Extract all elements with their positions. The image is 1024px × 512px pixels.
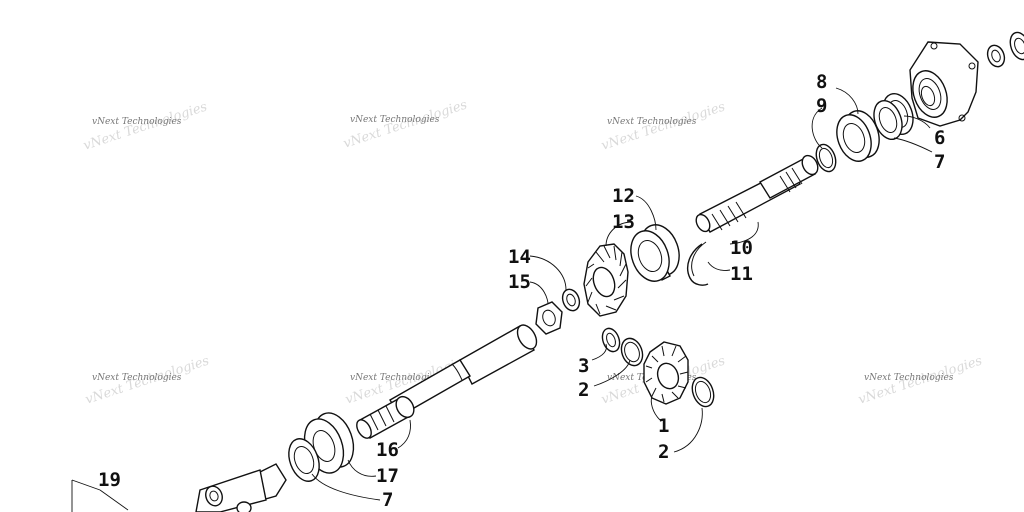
collar-12 [630, 224, 680, 282]
watermark-text-1: vNext Technologies [92, 117, 182, 127]
pinion-shaft-10 [695, 154, 819, 233]
flange-housing [909, 41, 979, 127]
watermark-text-7: vNext Technologies [864, 373, 954, 383]
callout-9: 9 [816, 95, 827, 117]
watermark-1: vNext Technologies vNext Technologies [82, 99, 210, 153]
callout-15: 15 [508, 271, 531, 293]
washer-3 [601, 327, 621, 353]
bearing-8 [836, 110, 880, 162]
washer-2-upper [620, 337, 644, 367]
callout-8: 8 [816, 71, 827, 93]
clip-11 [686, 241, 709, 286]
seal-7-lower [288, 438, 320, 482]
callout-11: 11 [730, 263, 753, 285]
bearing-upper [873, 92, 914, 141]
callout-3: 3 [578, 355, 589, 377]
watermark-7: vNext Technologies vNext Technologies [857, 353, 985, 407]
callout-1: 1 [658, 415, 669, 437]
callout-10: 10 [730, 237, 753, 259]
bevel-gear-13 [583, 243, 629, 317]
splined-shaft-16 [356, 395, 415, 439]
callout-19: 19 [98, 469, 121, 491]
watermark-3: vNext Technologies vNext Technologies [600, 99, 728, 153]
far-right-end-part [1009, 31, 1024, 61]
washer-2-lower [691, 376, 715, 408]
far-right-washer [986, 44, 1006, 68]
leader-lines [71, 87, 933, 512]
watermark-2: vNext Technologies vNext Technologies [342, 97, 470, 151]
callout-7-upper: 7 [934, 151, 945, 173]
callout-2-upper: 2 [578, 379, 589, 401]
callout-6: 6 [934, 127, 945, 149]
callout-17: 17 [376, 465, 399, 487]
watermark-text-3: vNext Technologies [607, 117, 697, 127]
nut-15 [535, 301, 563, 335]
yoke-19 [195, 463, 287, 512]
watermark-text-5: vNext Technologies [350, 373, 440, 383]
drive-shaft [389, 324, 538, 417]
watermark-text-2: vNext Technologies [350, 115, 440, 125]
bevel-gear-1 [643, 341, 689, 405]
watermark-text-4: vNext Technologies [92, 373, 182, 383]
callout-2-lower: 2 [658, 441, 669, 463]
callout-16: 16 [376, 439, 399, 461]
snap-ring-9 [815, 143, 837, 173]
callout-14: 14 [508, 246, 531, 268]
callout-12: 12 [612, 185, 635, 207]
callout-13: 13 [612, 211, 635, 233]
watermark-4: vNext Technologies vNext Technologies [84, 353, 212, 407]
callout-7-lower: 7 [382, 489, 393, 511]
washer-14 [561, 288, 581, 312]
